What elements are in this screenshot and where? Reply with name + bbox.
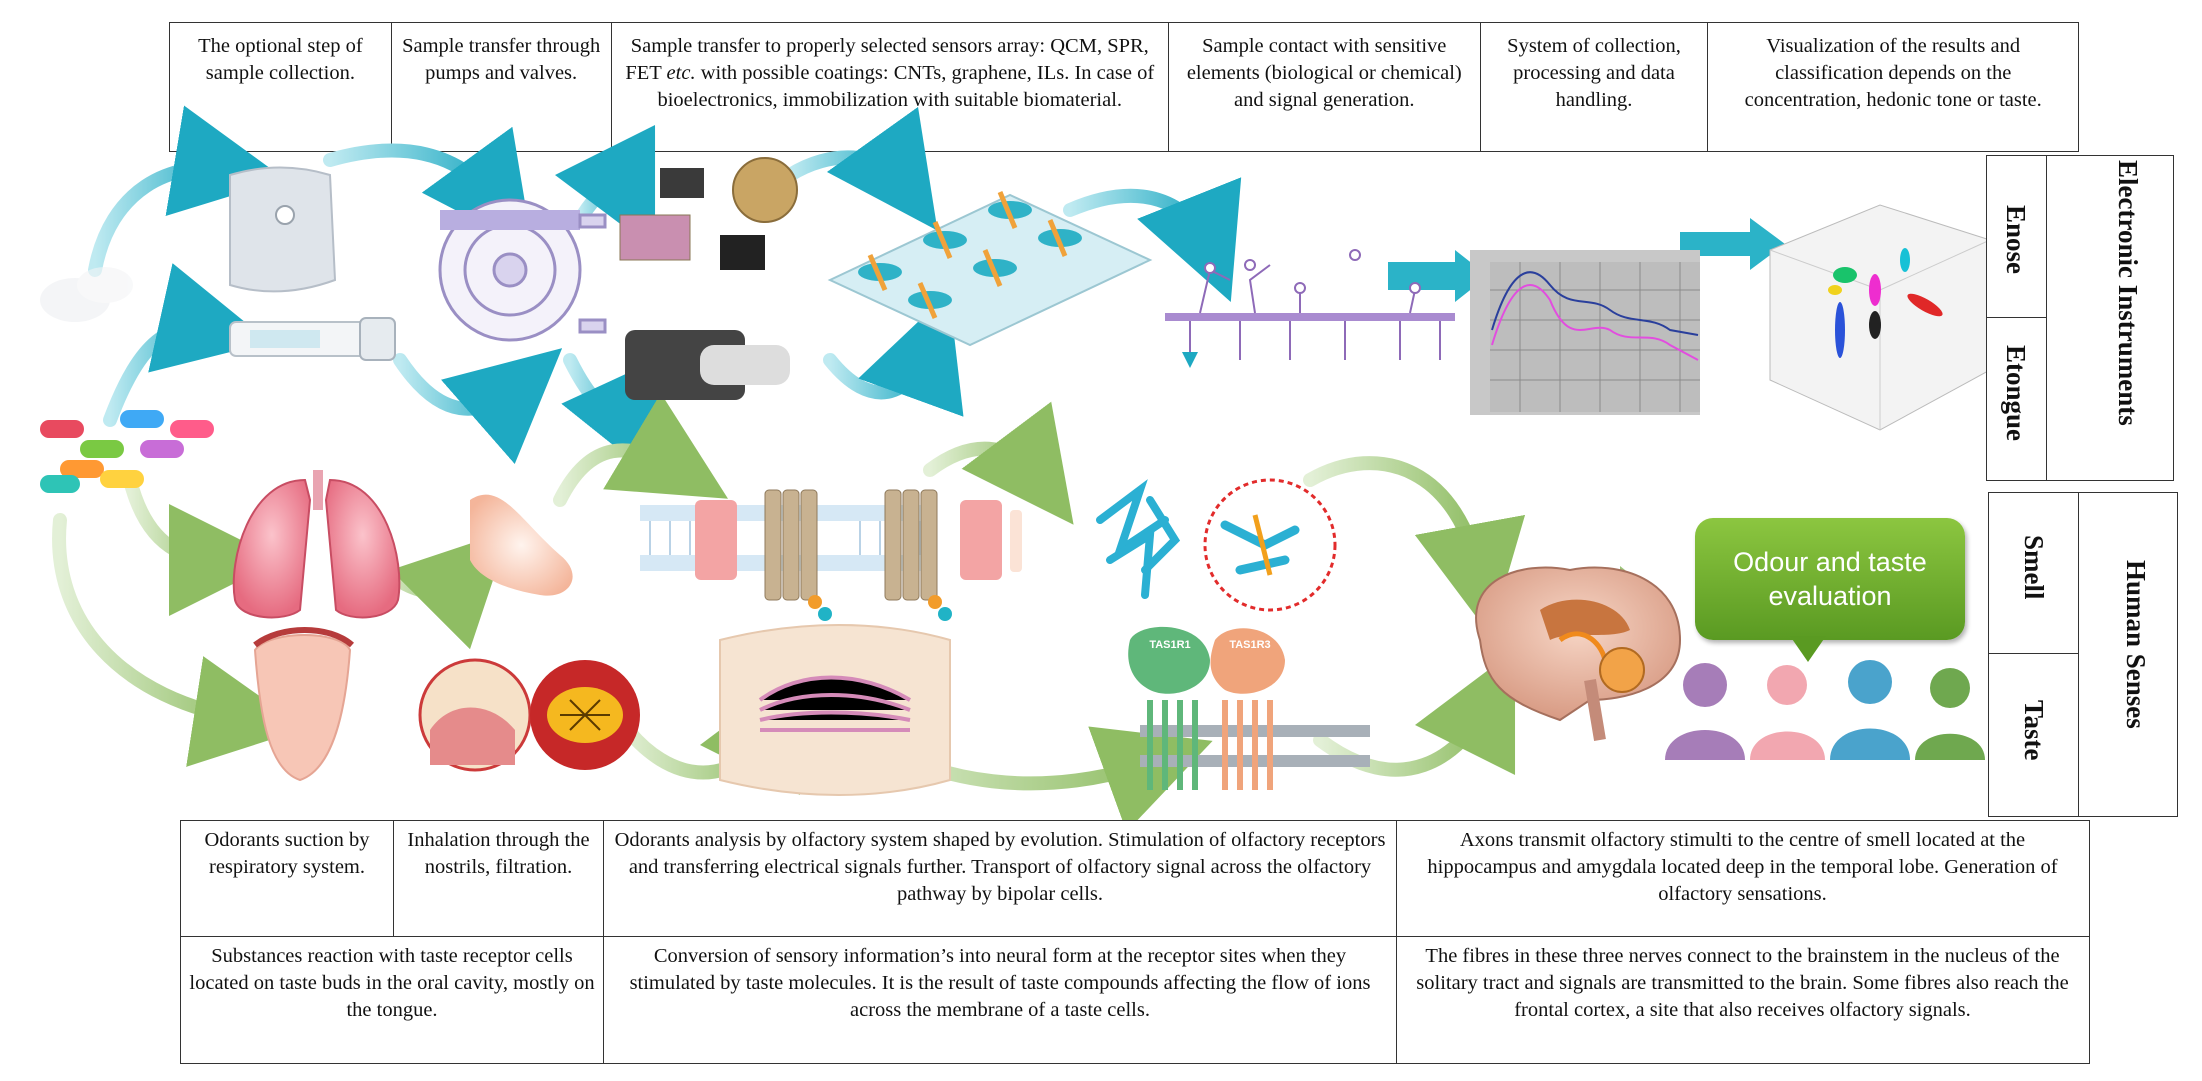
electronic-instruments-label: Electronic Instruments bbox=[2113, 160, 2143, 426]
sample-tube-icon bbox=[229, 317, 396, 361]
smell-label: Smell bbox=[2019, 535, 2049, 600]
human-divider-v bbox=[2078, 492, 2079, 817]
step-visualization: Visualization of the results and classif… bbox=[1744, 35, 2042, 111]
pills-icon bbox=[40, 410, 214, 493]
brain-icon bbox=[1475, 566, 1682, 741]
electronic-divider-h bbox=[1986, 317, 2046, 318]
smell-step-axons: Axons transmit olfactory stimulti to the… bbox=[1427, 829, 2058, 905]
taste-receptor-icon bbox=[1128, 626, 1370, 790]
step-sample-collection: The optional step of sample collection. bbox=[170, 23, 392, 151]
etongue-label: Etongue bbox=[2001, 345, 2031, 442]
step-sensor-array: Sample transfer to properly selected sen… bbox=[612, 23, 1169, 151]
smell-step-inhalation: Inhalation through the nostrils, filtrat… bbox=[394, 821, 604, 937]
odour-taste-evaluation-bubble: Odour and taste evaluation bbox=[1695, 518, 1965, 640]
vapour-icon bbox=[40, 267, 133, 322]
sample-bag-icon bbox=[229, 166, 337, 293]
taste-steps-table: Substances reaction with taste receptor … bbox=[180, 936, 2090, 1064]
olfactory-membrane-icon bbox=[640, 489, 1022, 621]
bubble-tail bbox=[1790, 636, 1826, 662]
person-green-icon bbox=[1915, 668, 1985, 760]
lungs-icon bbox=[232, 470, 401, 619]
nose-icon bbox=[470, 494, 573, 596]
taste-step-conversion: Conversion of sensory information’s into… bbox=[604, 937, 1397, 1063]
person-purple-icon bbox=[1665, 663, 1745, 760]
step-sensor-array-text: Sample transfer to properly selected sen… bbox=[625, 35, 1155, 111]
taste-bud-icon bbox=[418, 658, 640, 772]
person-pink-icon bbox=[1750, 665, 1825, 760]
people-icons bbox=[1665, 660, 1985, 760]
3d-scatter-plot-icon bbox=[1769, 204, 1991, 431]
peristaltic-pump-icon bbox=[438, 198, 607, 342]
tongue-icon bbox=[253, 627, 355, 782]
signal-generation-icon bbox=[1165, 249, 1455, 368]
enose-label: Enose bbox=[2001, 205, 2031, 275]
taste-cells-icon bbox=[719, 624, 951, 796]
tas1r1-label: TAS1R1 bbox=[1149, 639, 1190, 651]
smell-step-analysis: Odorants analysis by olfactory system sh… bbox=[604, 821, 1397, 937]
receptor-protein-icon bbox=[1096, 478, 1337, 612]
step-pumps-valves: Sample transfer through pumps and valves… bbox=[392, 23, 612, 151]
taste-label: Taste bbox=[2019, 700, 2049, 761]
sensor-array-icon bbox=[827, 191, 1153, 347]
human-senses-box bbox=[1988, 492, 2178, 817]
person-blue-icon bbox=[1830, 660, 1910, 760]
spectrum-plot-icon bbox=[1470, 250, 1700, 415]
taste-step-fibres: The fibres in these three nerves connect… bbox=[1416, 945, 2069, 1021]
step-signal-generation: Sample contact with sensitive elements (… bbox=[1169, 23, 1481, 151]
tas1r3-label: TAS1R3 bbox=[1229, 639, 1270, 651]
sensor-chips-icon bbox=[619, 157, 798, 400]
step-data-handling: System of collection, processing and dat… bbox=[1481, 23, 1709, 151]
smell-steps-table: Odorants suction by respiratory system. … bbox=[180, 820, 2090, 938]
smell-step-suction: Odorants suction by respiratory system. bbox=[181, 821, 394, 937]
electronic-instruments-box bbox=[1986, 155, 2174, 481]
electronic-divider-v bbox=[2046, 155, 2047, 481]
taste-step-reaction: Substances reaction with taste receptor … bbox=[181, 937, 604, 1063]
human-divider-h bbox=[1988, 653, 2078, 654]
human-senses-label: Human Senses bbox=[2121, 560, 2151, 729]
